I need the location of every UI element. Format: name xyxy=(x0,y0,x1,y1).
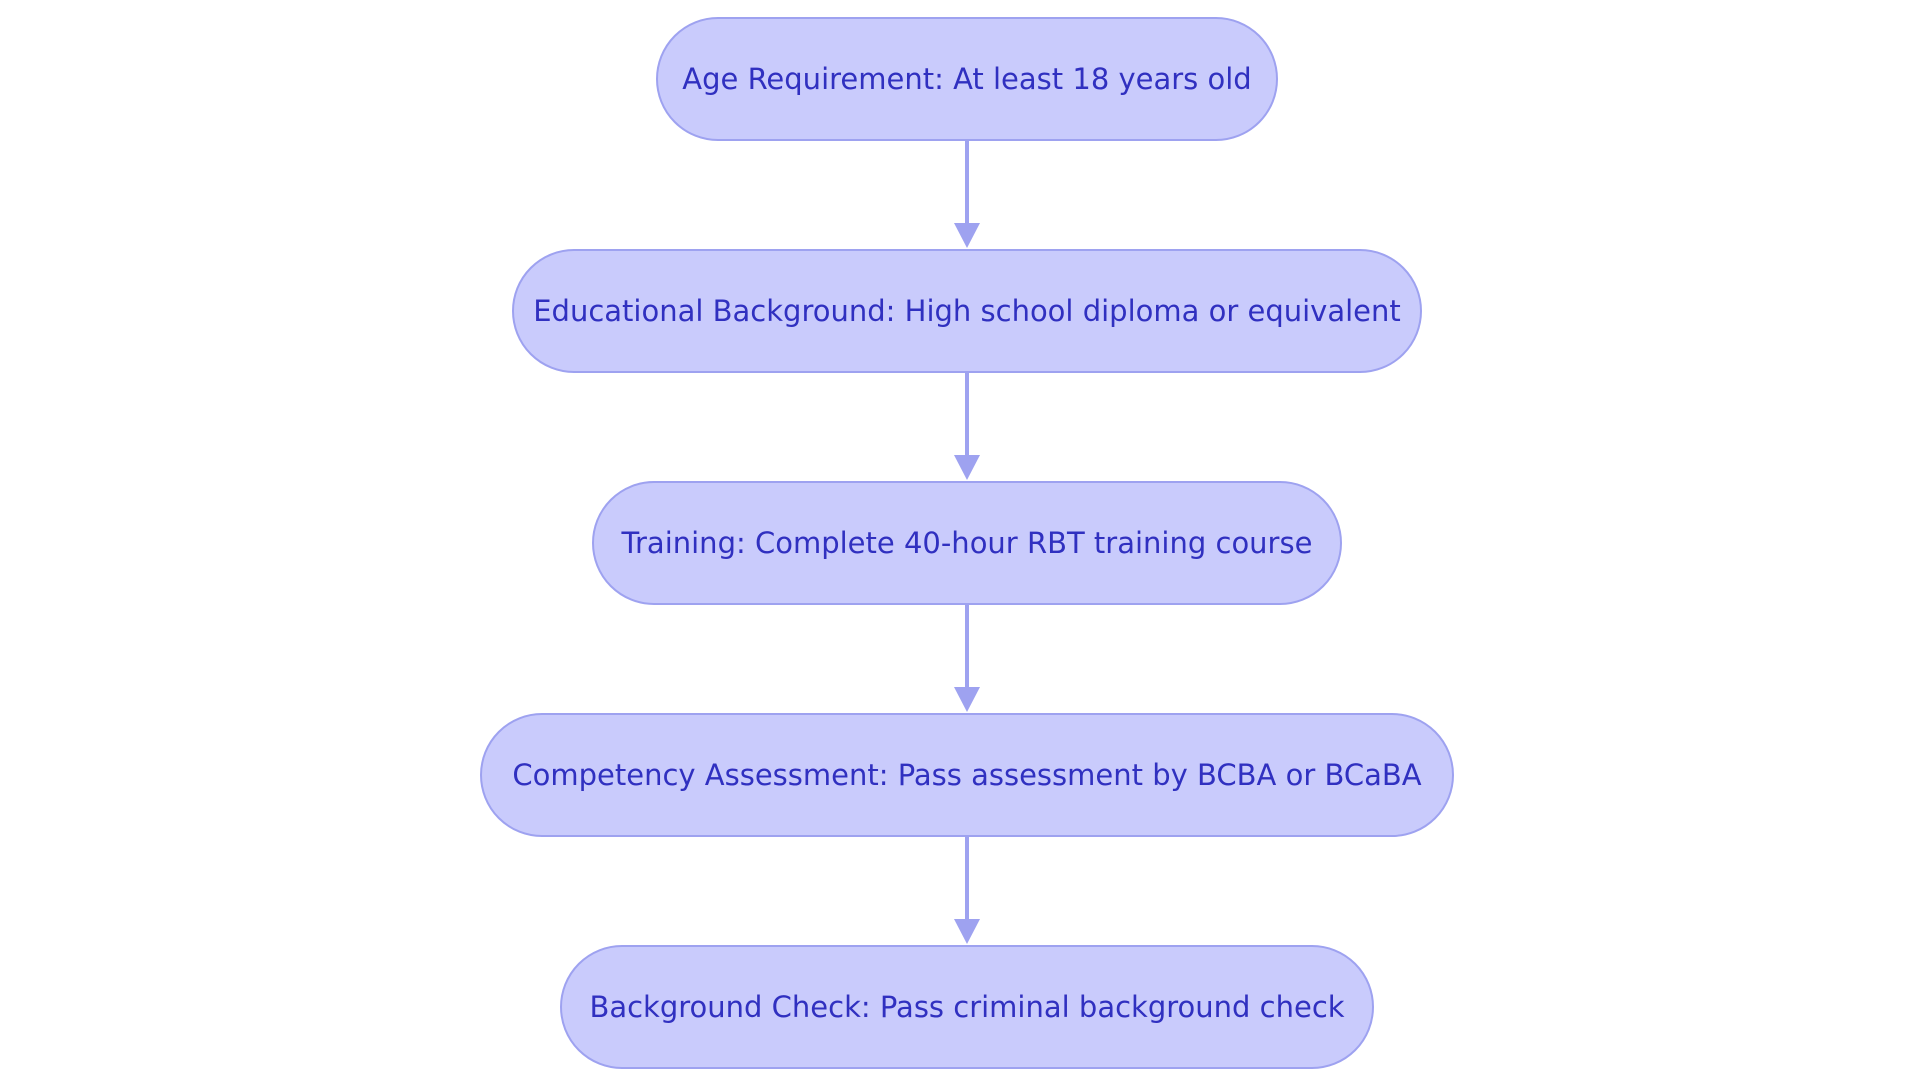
arrowhead-icon xyxy=(954,223,980,248)
arrowhead-icon xyxy=(954,687,980,712)
node-educational-background-label: Educational Background: High school dipl… xyxy=(533,294,1401,328)
edge-training-to-competency xyxy=(954,605,980,712)
node-training: Training: Complete 40-hour RBT training … xyxy=(592,481,1342,605)
node-age-requirement-label: Age Requirement: At least 18 years old xyxy=(682,62,1252,96)
node-age-requirement: Age Requirement: At least 18 years old xyxy=(656,17,1278,141)
edge-age-to-education xyxy=(954,141,980,248)
edge-competency-to-background xyxy=(954,837,980,944)
node-educational-background: Educational Background: High school dipl… xyxy=(512,249,1422,373)
node-training-label: Training: Complete 40-hour RBT training … xyxy=(621,526,1313,560)
node-competency-assessment-label: Competency Assessment: Pass assessment b… xyxy=(512,758,1422,792)
edge-education-to-training xyxy=(954,373,980,480)
node-competency-assessment: Competency Assessment: Pass assessment b… xyxy=(480,713,1454,837)
node-background-check: Background Check: Pass criminal backgrou… xyxy=(560,945,1374,1069)
node-background-check-label: Background Check: Pass criminal backgrou… xyxy=(589,990,1345,1024)
arrowhead-icon xyxy=(954,919,980,944)
arrowhead-icon xyxy=(954,455,980,480)
